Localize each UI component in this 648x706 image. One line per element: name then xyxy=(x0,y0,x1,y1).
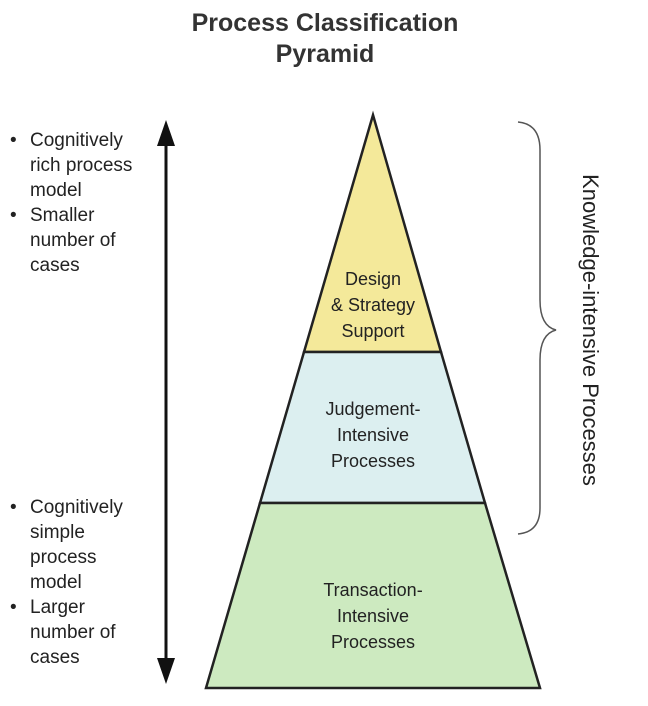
tier-label-line: Support xyxy=(341,321,405,341)
bottom-bullet-list: • Cognitively simple process model • Lar… xyxy=(10,495,150,670)
title-line-2: Pyramid xyxy=(275,40,375,68)
bullet-text: Larger number of cases xyxy=(30,597,116,668)
tier-label-line: Judgement- xyxy=(325,399,421,419)
tier-label-transaction: Transaction- Intensive Processes xyxy=(293,577,453,655)
tier-label-design: Design & Strategy Support xyxy=(303,266,443,344)
top-bullet-list: • Cognitively rich process model • Small… xyxy=(10,128,150,278)
top-bullet-2: • Smaller number of cases xyxy=(10,203,150,278)
tier-label-line: Intensive xyxy=(336,606,410,626)
tier-label-line: Transaction- xyxy=(323,580,423,600)
tier-label-line: Intensive xyxy=(336,425,410,445)
bullet-dot: • xyxy=(10,205,17,226)
tier-transaction-intensive xyxy=(204,501,542,690)
bottom-bullet-1: • Cognitively simple process model xyxy=(10,495,150,595)
bottom-bullet-2: • Larger number of cases xyxy=(10,595,150,670)
bullet-text: Smaller number of cases xyxy=(30,205,116,276)
bullet-dot: • xyxy=(10,497,17,518)
scale-arrow-down-head xyxy=(157,658,175,684)
bullet-dot: • xyxy=(10,597,17,618)
bullet-text: Cognitively rich process model xyxy=(30,130,133,201)
knowledge-bracket xyxy=(517,121,557,535)
bullet-text: Cognitively simple process model xyxy=(30,497,123,593)
tier-label-line: Design xyxy=(344,269,402,289)
tier-label-line: & Strategy xyxy=(330,295,416,315)
bullet-dot: • xyxy=(10,130,17,151)
tier-label-judgement: Judgement- Intensive Processes xyxy=(293,396,453,474)
title-line-1: Process Classification xyxy=(191,9,459,37)
tier-label-line: Processes xyxy=(330,632,416,652)
top-bullet-1: • Cognitively rich process model xyxy=(10,128,150,203)
tier-label-line: Processes xyxy=(330,451,416,471)
scale-arrow-up-head xyxy=(157,120,175,146)
diagram-title: Process Classification Pyramid xyxy=(175,8,475,70)
knowledge-intensive-label: Knowledge-intensive Processes xyxy=(578,174,603,486)
